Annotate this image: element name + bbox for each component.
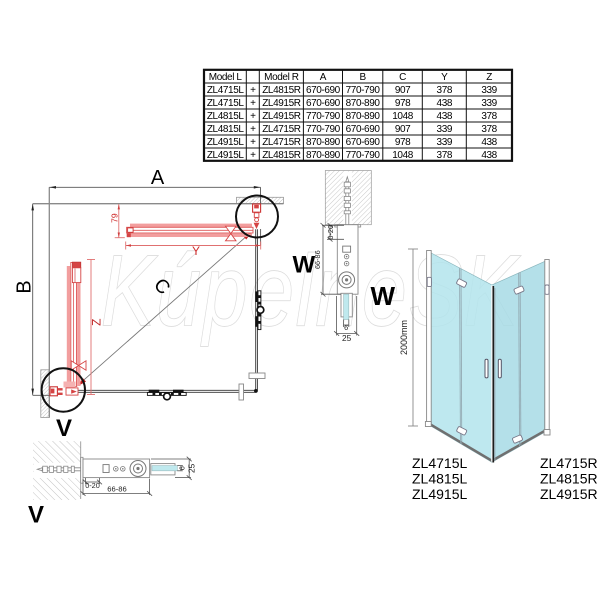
svg-text:+: + — [250, 111, 256, 122]
svg-text:ZL4715L: ZL4715L — [207, 85, 245, 96]
svg-text:Y: Y — [441, 72, 448, 83]
svg-text:438: 438 — [437, 98, 453, 109]
svg-text:2000mm: 2000mm — [399, 320, 409, 355]
svg-text:ZL4715L: ZL4715L — [207, 98, 245, 109]
svg-text:ZL4915L: ZL4915L — [207, 150, 245, 161]
svg-text:378: 378 — [481, 124, 497, 135]
svg-text:ZL4915R: ZL4915R — [540, 486, 598, 502]
svg-text:+: + — [250, 85, 256, 96]
svg-text:378: 378 — [481, 111, 497, 122]
svg-text:Z: Z — [486, 72, 492, 83]
svg-text:339: 339 — [437, 124, 453, 135]
svg-text:870-890: 870-890 — [346, 111, 381, 122]
svg-text:378: 378 — [437, 85, 453, 96]
svg-text:907: 907 — [395, 85, 411, 96]
svg-text:Model R: Model R — [264, 72, 299, 83]
svg-text:978: 978 — [395, 137, 411, 148]
svg-text:79: 79 — [110, 213, 120, 223]
svg-text:Z: Z — [90, 319, 104, 326]
svg-text:66-86: 66-86 — [107, 485, 126, 494]
svg-text:1048: 1048 — [392, 111, 413, 122]
svg-text:C: C — [399, 72, 406, 83]
svg-text:ZL4915R: ZL4915R — [262, 98, 301, 109]
svg-text:670-690: 670-690 — [306, 98, 341, 109]
svg-text:0-20: 0-20 — [326, 225, 335, 240]
svg-text:670-690: 670-690 — [306, 85, 341, 96]
svg-text:770-790: 770-790 — [306, 111, 341, 122]
svg-text:A: A — [151, 167, 165, 189]
svg-text:6: 6 — [177, 466, 186, 470]
svg-text:670-690: 670-690 — [346, 124, 381, 135]
svg-text:770-790: 770-790 — [346, 150, 381, 161]
svg-text:ZL4815L: ZL4815L — [207, 124, 245, 135]
svg-text:978: 978 — [395, 98, 411, 109]
svg-text:ZL4715R: ZL4715R — [540, 455, 598, 471]
svg-text:25: 25 — [186, 463, 196, 473]
svg-text:V: V — [56, 415, 72, 442]
svg-text:438: 438 — [437, 111, 453, 122]
svg-text:0-20: 0-20 — [85, 481, 100, 490]
svg-text:870-890: 870-890 — [306, 137, 341, 148]
svg-text:ZL4715L: ZL4715L — [412, 455, 467, 471]
svg-text:ZL4715R: ZL4715R — [262, 124, 301, 135]
svg-text:ZL4815R: ZL4815R — [262, 150, 301, 161]
svg-text:+: + — [250, 98, 256, 109]
svg-text:W: W — [293, 252, 316, 279]
svg-text:B: B — [14, 280, 36, 293]
svg-text:770-790: 770-790 — [306, 124, 341, 135]
svg-text:438: 438 — [481, 150, 497, 161]
svg-text:339: 339 — [437, 137, 453, 148]
svg-text:438: 438 — [481, 137, 497, 148]
svg-text:339: 339 — [481, 98, 497, 109]
svg-text:670-690: 670-690 — [346, 137, 381, 148]
svg-text:+: + — [250, 137, 256, 148]
svg-text:770-790: 770-790 — [346, 85, 381, 96]
svg-text:ZL4815L: ZL4815L — [412, 471, 467, 487]
svg-text:378: 378 — [437, 150, 453, 161]
svg-text:Model L: Model L — [209, 72, 243, 83]
svg-text:870-890: 870-890 — [306, 150, 341, 161]
svg-text:ZL4815R: ZL4815R — [540, 471, 598, 487]
svg-text:1048: 1048 — [392, 150, 413, 161]
svg-text:B: B — [359, 72, 366, 83]
svg-text:V: V — [28, 502, 44, 529]
svg-text:A: A — [320, 72, 327, 83]
svg-text:ZL4915R: ZL4915R — [262, 111, 301, 122]
svg-text:ZL4815L: ZL4815L — [207, 111, 245, 122]
svg-text:870-890: 870-890 — [346, 98, 381, 109]
svg-text:66-86: 66-86 — [313, 250, 322, 269]
svg-text:6: 6 — [344, 323, 348, 332]
svg-text:ZL4915L: ZL4915L — [207, 137, 245, 148]
svg-text:ZL4815R: ZL4815R — [262, 85, 301, 96]
svg-text:+: + — [250, 150, 256, 161]
svg-text:ZL4715R: ZL4715R — [262, 137, 301, 148]
svg-text:25: 25 — [342, 333, 352, 343]
svg-text:W: W — [371, 281, 396, 311]
svg-text:Y: Y — [192, 244, 200, 258]
svg-text:907: 907 — [395, 124, 411, 135]
svg-text:ZL4915L: ZL4915L — [412, 486, 467, 502]
svg-text:+: + — [250, 124, 256, 135]
svg-text:339: 339 — [481, 85, 497, 96]
